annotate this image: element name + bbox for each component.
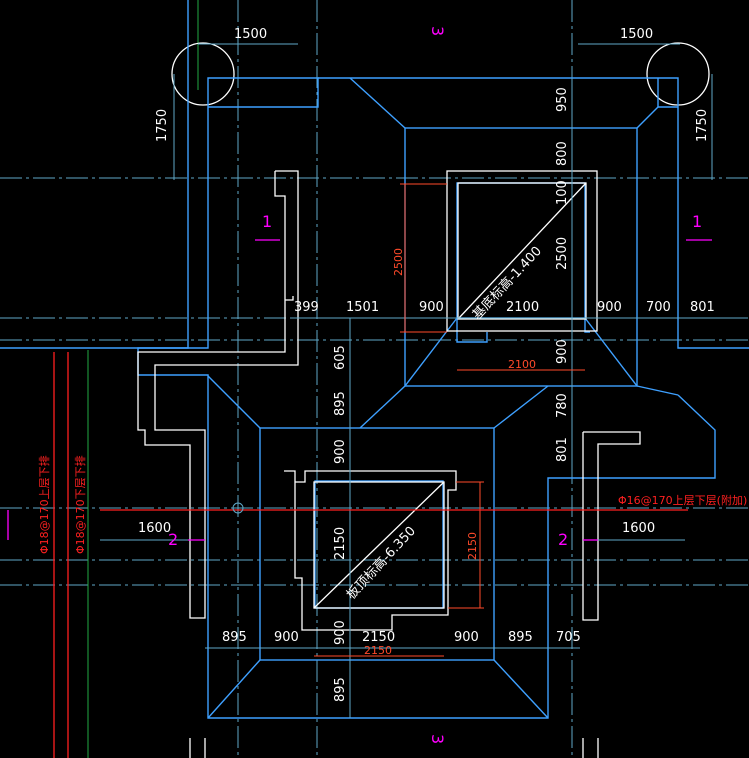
rebar-horizontal-label: Φ16@170上层下层(附加) <box>618 493 747 507</box>
dim-h-1501: 1501 <box>346 300 379 315</box>
section-label-left-2: 2 <box>168 530 178 549</box>
pile-circles <box>171 42 710 106</box>
pit1-slope-tl <box>349 77 406 129</box>
pit1-diagonal <box>457 182 587 320</box>
pit1-slope-tr <box>636 106 659 129</box>
outline-upper-main <box>318 77 749 349</box>
dim-h-900-b: 900 <box>597 300 622 315</box>
dim-v-900-low: 900 <box>333 439 348 464</box>
pit1-slope-bottom-right <box>584 317 638 387</box>
section-label-right-2: 2 <box>558 530 568 549</box>
pit1-slope-br <box>636 385 679 396</box>
pit1-wall-outer <box>446 170 598 332</box>
rebar-lines <box>53 352 688 758</box>
wall-right <box>582 431 641 621</box>
pile-circle-left <box>171 42 235 106</box>
dim-top-right-1500: 1500 <box>620 27 653 42</box>
dim-h-2100: 2100 <box>506 300 539 315</box>
outline-left-step <box>137 107 716 719</box>
section-label-left-1: 1 <box>262 212 272 231</box>
dim-b-895-a: 895 <box>222 630 247 645</box>
dim-b-900-b: 900 <box>333 620 348 645</box>
pit1-wall-inner <box>457 182 587 320</box>
dim-b-2150-red: 2150 <box>364 644 392 657</box>
outline-upper <box>0 0 189 349</box>
pit2-outer <box>259 427 495 661</box>
outline-upper-left <box>207 77 319 108</box>
wall-outlines <box>137 170 641 758</box>
rebar-vertical-label-1: Φ18@170上层下排 <box>37 455 51 554</box>
pit1-inner-step <box>456 318 488 343</box>
dim-h-900-a: 900 <box>419 300 444 315</box>
dim-left-1750: 1750 <box>155 109 170 142</box>
pit2-slope-tl <box>207 375 261 429</box>
dim-v-895-a: 895 <box>333 391 348 416</box>
pit2-slope-tr <box>493 385 549 429</box>
dim-b-2150: 2150 <box>362 630 395 645</box>
pit2-diagonal <box>313 481 445 609</box>
dim-v-900-mid: 900 <box>555 339 570 364</box>
dim-right-1750: 1750 <box>695 109 710 142</box>
dimension-lines <box>100 43 735 718</box>
dim-b-900-a: 900 <box>274 630 299 645</box>
pit2-elevation-label: 板顶标高-6.350 <box>343 523 419 603</box>
dim-b-705: 705 <box>556 630 581 645</box>
dim-h-700: 700 <box>646 300 671 315</box>
pit2-slope-bl <box>207 659 261 719</box>
dim-top-left-1500: 1500 <box>234 27 267 42</box>
dim-h-801: 801 <box>690 300 715 315</box>
dim-h-2100-red: 2100 <box>508 358 536 371</box>
dim-v-2150-red: 2150 <box>466 532 479 560</box>
outline-right-notch <box>657 78 678 108</box>
pit2-slope-br <box>493 659 549 719</box>
dim-b-895-b: 895 <box>508 630 533 645</box>
wall-left-inner <box>285 296 294 301</box>
dim-v-2500-white: 2500 <box>555 237 570 270</box>
rebar-marker <box>232 502 244 514</box>
dim-v-100: 100 <box>555 180 570 205</box>
dim-v-800: 800 <box>555 141 570 166</box>
rebar-vertical-label-2: Φ18@170下层下排 <box>73 455 87 554</box>
pit1-slope-bottom-left <box>404 317 458 387</box>
dim-v-2500-red: 2500 <box>392 248 405 276</box>
section-marker-lines <box>7 239 712 541</box>
pit1-inner-step-r <box>584 318 590 333</box>
dim-b-900-c: 900 <box>454 630 479 645</box>
section-label-bottom-3: 3 <box>428 734 447 744</box>
pit1-slope-bl <box>359 385 406 429</box>
dim-h-1600-right: 1600 <box>622 521 655 536</box>
section-label-top-3: 3 <box>428 26 447 36</box>
section-label-right-1: 1 <box>692 212 702 231</box>
dim-v-605: 605 <box>333 345 348 370</box>
dim-v-780: 780 <box>555 393 570 418</box>
dim-h-1600-left: 1600 <box>138 521 171 536</box>
red-dimension-lines <box>314 183 585 657</box>
dim-v-2150-white: 2150 <box>333 527 348 560</box>
dim-v-950: 950 <box>555 87 570 112</box>
pit2-wall-inner <box>313 481 445 609</box>
dim-v-801: 801 <box>555 437 570 462</box>
pit2-wall-outer <box>284 470 457 631</box>
dim-v-895-b: 895 <box>333 677 348 702</box>
wall-left-upper <box>137 170 299 619</box>
foundation-outline <box>0 0 749 719</box>
dim-h-399: 399 <box>294 300 319 315</box>
